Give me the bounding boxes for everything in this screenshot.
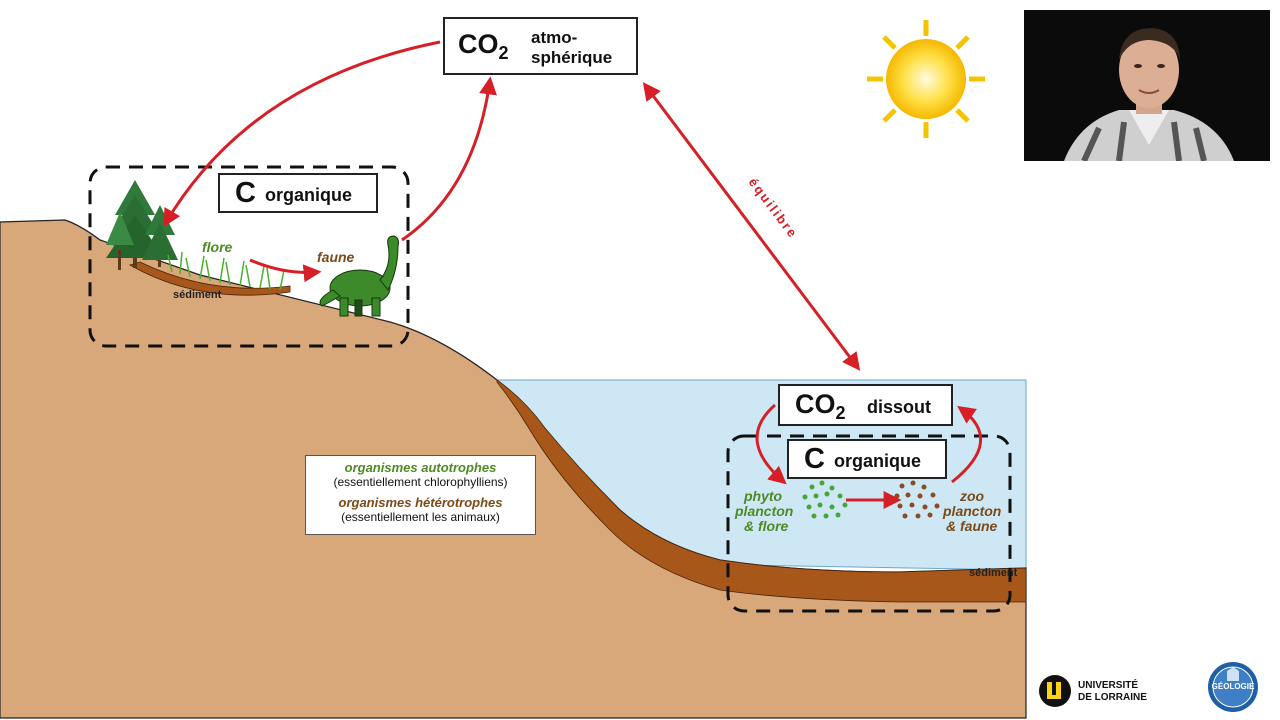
atmosphere-label-line2: sphérique — [531, 48, 613, 67]
dissolved-co2-box: CO2 dissout — [778, 384, 953, 426]
atmosphere-label-line1: atmo- — [531, 28, 578, 47]
tree-icon — [106, 180, 178, 270]
presenter-image — [1024, 10, 1270, 161]
univ-line1: UNIVERSITÉ — [1078, 680, 1139, 691]
dissout-label: dissout — [867, 397, 932, 417]
univ-line2: DE LORRAINE — [1078, 692, 1147, 703]
land-sediment-label: sédiment — [173, 289, 222, 301]
phyto-label-line1: phyto — [743, 488, 783, 504]
c-symbol: C — [235, 177, 256, 209]
ocean-reservoir-outline — [726, 434, 1012, 613]
co2-formula: CO2 — [458, 29, 509, 63]
ocean-c-organique-box: C organique — [787, 439, 947, 479]
phytoplankton-dots — [802, 480, 848, 519]
dinosaur-icon — [319, 235, 399, 317]
ul-logo-icon — [1039, 675, 1071, 707]
geologie-logo-icon — [1208, 662, 1258, 712]
geologie-logo: GÉOLOGIE — [1207, 661, 1259, 713]
arrow-equilibrium — [642, 82, 861, 371]
grass-icon — [167, 251, 285, 291]
zoo-label-line3: & faune — [946, 518, 998, 534]
land-reservoir-outline — [88, 165, 410, 348]
land-sediment — [128, 261, 291, 296]
legend-heterotrophes-note: (essentiellement les animaux) — [341, 510, 500, 524]
flore-label: flore — [202, 239, 233, 255]
zoo-label-line2: plancton — [942, 503, 1001, 519]
atmospheric-co2-box: CO2 atmo- sphérique — [443, 17, 638, 75]
c-symbol: C — [804, 443, 825, 475]
c-organique-label: organique — [834, 451, 922, 471]
legend-autotrophes: organismes autotrophes — [344, 460, 497, 475]
ocean-sediment-label: sédiment — [969, 567, 1018, 579]
phyto-label-line3: & flore — [744, 518, 789, 534]
geologie-text: GÉOLOGIE — [1211, 682, 1255, 691]
arrow-atmosphere-to-flora — [163, 40, 441, 228]
zoo-label-line1: zoo — [959, 488, 985, 504]
universite-lorraine-logo: UNIVERSITÉ DE LORRAINE — [1038, 674, 1148, 710]
land-c-organique-box: C organique — [218, 173, 378, 213]
phyto-label-line2: plancton — [734, 503, 793, 519]
presenter-video — [1024, 10, 1270, 161]
sun-icon — [867, 20, 985, 138]
c-organique-label: organique — [265, 185, 353, 205]
legend-autotrophes-note: (essentiellement chlorophylliens) — [333, 475, 508, 489]
arrow-co2-to-phyto — [755, 403, 787, 485]
arrow-zoo-to-co2 — [951, 405, 983, 484]
legend-box: organismes autotrophes (essentiellement … — [305, 455, 536, 535]
arrow-flora-to-fauna — [249, 258, 322, 283]
faune-label: faune — [317, 249, 355, 265]
co2-formula: CO2 — [795, 389, 846, 423]
arrow-fauna-to-atmosphere — [401, 76, 497, 242]
legend-heterotrophes: organismes hétérotrophes — [338, 495, 503, 510]
ocean-sediment — [496, 379, 1027, 603]
